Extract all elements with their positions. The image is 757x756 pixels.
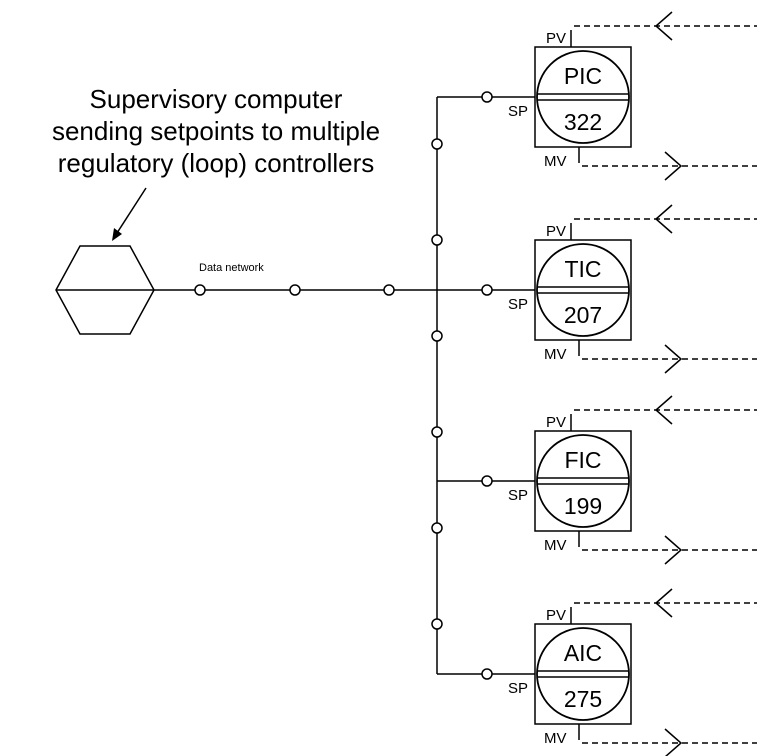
controller-function: TIC bbox=[564, 256, 601, 282]
pv-arrow-icon bbox=[654, 395, 673, 425]
sp-label: SP bbox=[508, 487, 528, 504]
controller-function: FIC bbox=[564, 447, 601, 473]
network-node bbox=[481, 668, 493, 680]
network-node bbox=[431, 234, 443, 246]
network-node bbox=[481, 284, 493, 296]
controller-aic: AIC 275 SP PV MV bbox=[508, 588, 757, 756]
controller-number: 207 bbox=[564, 302, 602, 328]
network-node bbox=[481, 91, 493, 103]
controllers: PIC322SPPVMVTIC207SPPVMVFIC199SPPVMVAIC2… bbox=[508, 11, 757, 756]
network-node bbox=[431, 426, 443, 438]
mv-label: MV bbox=[544, 537, 567, 554]
network-node bbox=[431, 618, 443, 630]
supervisory-computer bbox=[55, 245, 155, 335]
sp-label: SP bbox=[508, 296, 528, 313]
controller-fic: FIC 199 SP PV MV bbox=[508, 395, 757, 565]
controller-bubble bbox=[536, 243, 630, 337]
sp-label: SP bbox=[508, 103, 528, 120]
pv-label: PV bbox=[546, 223, 566, 240]
mv-arrow-icon bbox=[664, 151, 683, 181]
pv-arrow-icon bbox=[654, 588, 673, 618]
controller-function: AIC bbox=[564, 640, 602, 666]
network-label: Data network bbox=[199, 262, 264, 274]
pv-label: PV bbox=[546, 607, 566, 624]
mv-label: MV bbox=[544, 346, 567, 363]
mv-label: MV bbox=[544, 153, 567, 170]
network-node bbox=[383, 284, 395, 296]
controller-number: 199 bbox=[564, 493, 602, 519]
network-nodes bbox=[194, 91, 493, 680]
network-node bbox=[431, 522, 443, 534]
caption-line-3: regulatory (loop) controllers bbox=[58, 148, 374, 178]
mv-label: MV bbox=[544, 730, 567, 747]
pv-arrow-icon bbox=[654, 204, 673, 234]
pv-arrow-icon bbox=[654, 11, 673, 41]
controller-number: 322 bbox=[564, 109, 602, 135]
network-node bbox=[481, 475, 493, 487]
mv-arrow-icon bbox=[664, 344, 683, 374]
caption-arrow bbox=[112, 187, 147, 241]
controller-tic: TIC 207 SP PV MV bbox=[508, 204, 757, 374]
data-network bbox=[154, 96, 535, 675]
network-node bbox=[431, 330, 443, 342]
controller-bubble bbox=[536, 50, 630, 144]
pv-label: PV bbox=[546, 414, 566, 431]
controller-pic: PIC 322 SP PV MV bbox=[508, 11, 757, 181]
sp-label: SP bbox=[508, 680, 528, 697]
caption-line-1: Supervisory computer bbox=[90, 84, 343, 114]
caption-line-2: sending setpoints to multiple bbox=[52, 116, 380, 146]
controller-function: PIC bbox=[564, 63, 602, 89]
controller-number: 275 bbox=[564, 686, 602, 712]
pv-label: PV bbox=[546, 30, 566, 47]
controller-bubble bbox=[536, 434, 630, 528]
network-node bbox=[194, 284, 206, 296]
network-node bbox=[431, 138, 443, 150]
network-node bbox=[289, 284, 301, 296]
mv-arrow-icon bbox=[664, 535, 683, 565]
controller-bubble bbox=[536, 627, 630, 721]
mv-arrow-icon bbox=[664, 728, 683, 756]
caption: Supervisory computer sending setpoints t… bbox=[52, 84, 380, 178]
